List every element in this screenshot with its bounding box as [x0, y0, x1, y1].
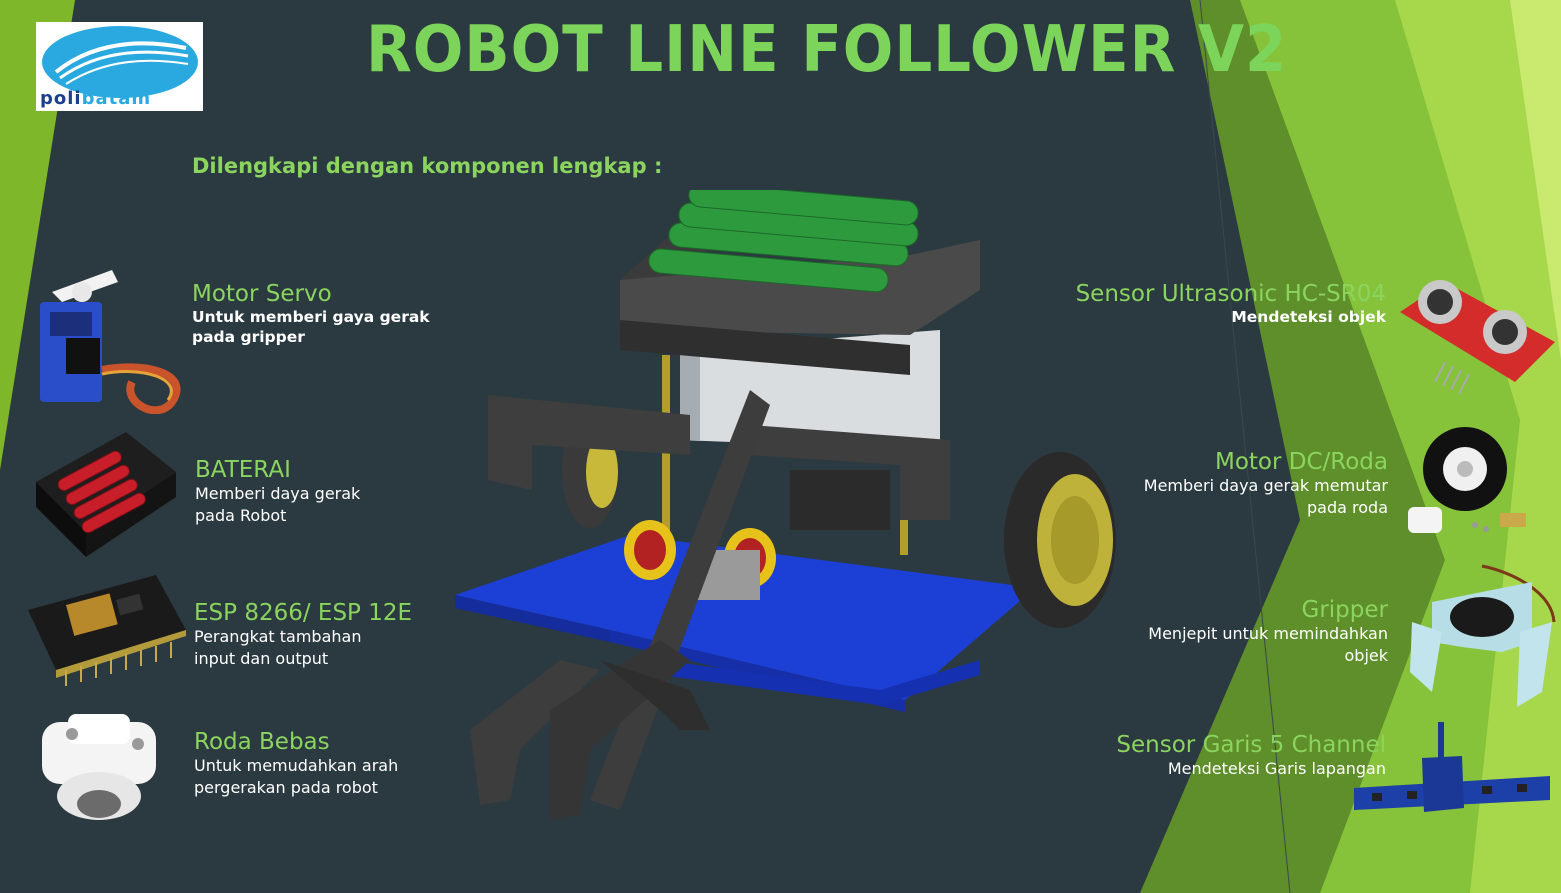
- gripper-image: [1410, 564, 1556, 707]
- component-desc-line: Mendeteksi objek: [1231, 308, 1386, 327]
- component-desc-line: pada gripper: [192, 328, 305, 347]
- component-sensor-ultrasonic: Sensor Ultrasonic HC-SR04 Mendeteksi obj…: [1076, 281, 1386, 327]
- component-name: Sensor Ultrasonic HC-SR04: [1075, 281, 1386, 307]
- battery-image: [36, 432, 176, 557]
- caster-wheel-image: [42, 714, 156, 820]
- component-name: Motor Servo: [192, 281, 332, 307]
- line-sensor-image: [1354, 722, 1550, 812]
- logo-text: polibatam: [40, 88, 151, 109]
- logo-text-prefix: poli: [40, 88, 82, 109]
- component-name: ESP 8266/ ESP 12E: [194, 600, 413, 626]
- component-name: Gripper: [1301, 597, 1388, 623]
- component-desc-line: input dan output: [194, 649, 329, 669]
- component-motor-servo: Motor Servo Untuk memberi gaya gerak pad…: [192, 281, 430, 347]
- component-esp8266: ESP 8266/ ESP 12E Perangkat tambahan inp…: [194, 600, 412, 670]
- component-desc-line: Memberi daya gerak: [195, 484, 361, 504]
- component-desc-line: objek: [1344, 646, 1389, 666]
- component-roda-bebas: Roda Bebas Untuk memudahkan arah pergera…: [194, 729, 398, 799]
- divider-line: [1199, 0, 1291, 893]
- component-desc-line: pergerakan pada robot: [194, 778, 378, 798]
- robot-3d-render-image: [455, 190, 1116, 820]
- left-green-stripe: [0, 0, 75, 470]
- component-name: BATERAI: [195, 457, 291, 483]
- component-desc-line: Untuk memudahkan arah: [194, 756, 399, 776]
- page-title: ROBOT LINE FOLLOWER V2: [366, 13, 1288, 87]
- subtitle: Dilengkapi dengan komponen lengkap :: [192, 154, 663, 178]
- logo-text-suffix: batam: [81, 88, 152, 109]
- right-lime-band: [1510, 0, 1561, 360]
- component-motor-dc: Motor DC/Roda Memberi daya gerak memutar…: [1144, 449, 1388, 519]
- servo-motor-image: [40, 270, 181, 414]
- esp8266-board-image: [28, 575, 186, 686]
- component-desc-line: Perangkat tambahan: [194, 627, 362, 647]
- logo-emblem: [42, 26, 198, 98]
- component-desc-line: Mendeteksi Garis lapangan: [1167, 759, 1386, 779]
- dc-motor-wheel-image: [1408, 427, 1526, 533]
- component-name: Roda Bebas: [194, 729, 330, 755]
- ultrasonic-sensor-image: [1400, 280, 1555, 395]
- component-desc-line: Untuk memberi gaya gerak: [192, 308, 430, 327]
- component-desc-line: Memberi daya gerak memutar: [1143, 476, 1388, 496]
- component-desc-line: pada roda: [1307, 498, 1388, 518]
- component-baterai: BATERAI Memberi daya gerak pada Robot: [195, 457, 360, 527]
- component-desc-line: Menjepit untuk memindahkan: [1148, 624, 1388, 644]
- component-gripper: Gripper Menjepit untuk memindahkan objek: [1148, 597, 1388, 667]
- component-desc-line: pada Robot: [195, 506, 287, 526]
- component-name: Sensor Garis 5 Channel: [1116, 732, 1386, 758]
- polibatam-logo: polibatam: [36, 22, 203, 111]
- component-sensor-garis: Sensor Garis 5 Channel Mendeteksi Garis …: [1116, 732, 1386, 780]
- component-name: Motor DC/Roda: [1214, 449, 1388, 475]
